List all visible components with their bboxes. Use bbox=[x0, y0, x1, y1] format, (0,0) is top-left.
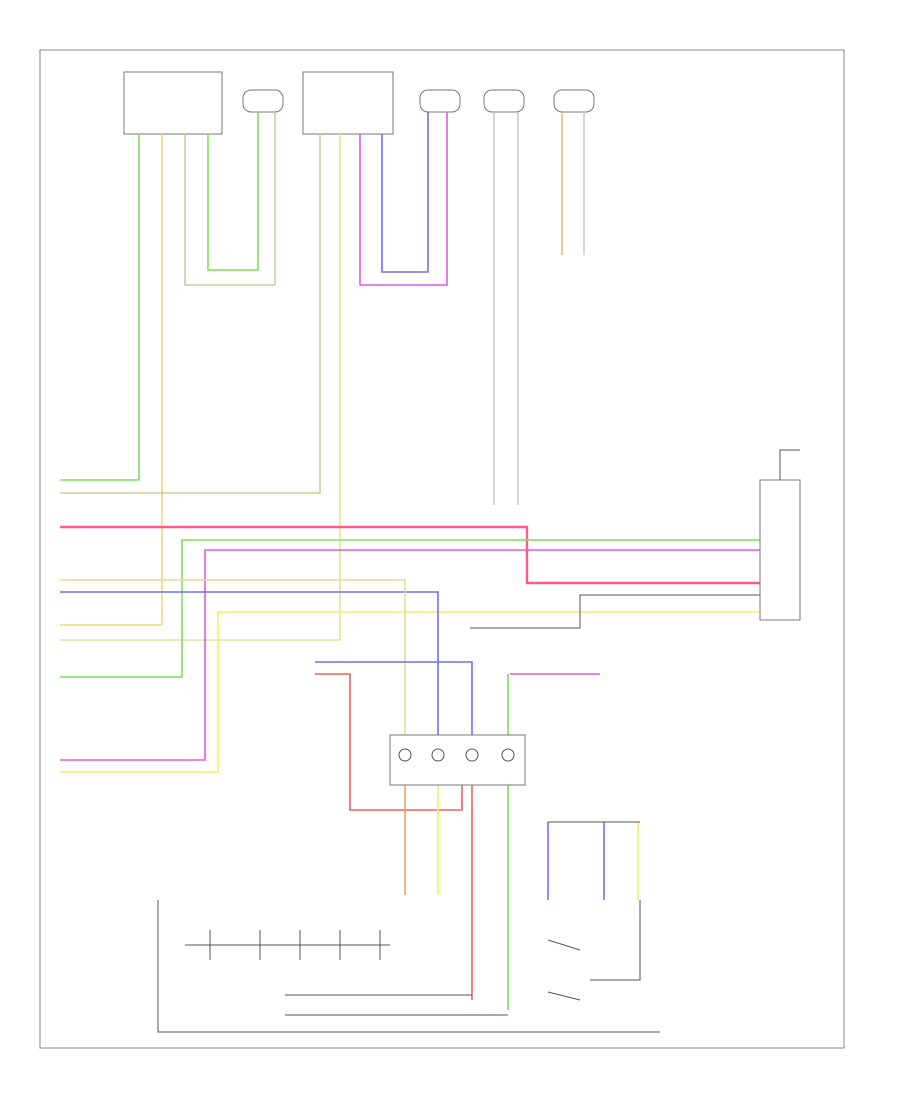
wire-yellow-2 bbox=[60, 134, 341, 641]
wire-green-loop bbox=[207, 112, 259, 271]
wire-tan-loop bbox=[184, 112, 276, 286]
junction-block bbox=[389, 734, 526, 786]
wire-blue-loop bbox=[381, 112, 429, 273]
right-module bbox=[302, 71, 394, 135]
wire-blue-2 bbox=[60, 591, 439, 735]
wire-set bbox=[60, 112, 760, 1010]
left-module bbox=[123, 71, 223, 135]
wire-dark bbox=[470, 594, 760, 629]
wire-tan-2 bbox=[60, 134, 321, 494]
right-rear-speaker bbox=[483, 89, 525, 113]
wire-violet-2 bbox=[60, 549, 760, 761]
left-speaker bbox=[242, 89, 284, 113]
wire-pink bbox=[60, 525, 760, 585]
wire-tan-3 bbox=[60, 579, 406, 735]
diagram-frame bbox=[39, 49, 845, 1049]
right-front-speaker bbox=[419, 89, 461, 113]
switch-assembly bbox=[547, 821, 641, 1001]
ground-bus bbox=[157, 900, 660, 1033]
wire-lightyellow bbox=[60, 611, 760, 773]
wire-violet-loop bbox=[359, 112, 448, 286]
wire-red bbox=[315, 673, 463, 811]
wire-green-1 bbox=[60, 134, 140, 481]
wire-green-2 bbox=[60, 539, 760, 678]
audio-unit bbox=[759, 449, 801, 621]
right-speaker bbox=[553, 89, 595, 113]
wire-yellow-1 bbox=[60, 134, 163, 626]
wire-blue-3 bbox=[315, 661, 473, 735]
